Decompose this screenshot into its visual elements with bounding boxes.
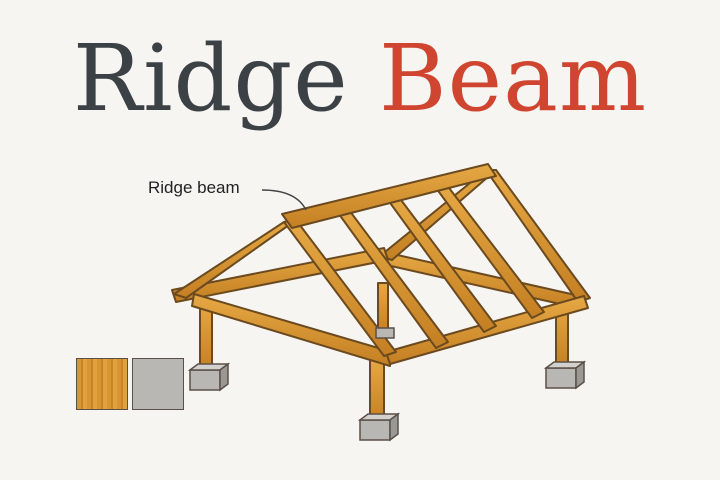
rafter-right-1 bbox=[435, 183, 545, 319]
page-title: Ridge Beam bbox=[0, 24, 720, 134]
ridge-beam bbox=[281, 163, 497, 229]
title-word-ridge: Ridge bbox=[72, 25, 349, 132]
concrete-swatch bbox=[132, 358, 184, 410]
footing-front-middle bbox=[357, 412, 401, 442]
wood-swatch bbox=[76, 358, 128, 410]
footing-back-left bbox=[375, 327, 395, 339]
ridge-beam-leader-line bbox=[261, 189, 307, 211]
footing-back-right bbox=[543, 360, 587, 390]
front-top-plate bbox=[191, 293, 393, 367]
title-word-beam: Beam bbox=[379, 25, 648, 132]
ridge-beam-label: Ridge beam bbox=[148, 178, 240, 197]
back-post-left bbox=[377, 282, 389, 334]
footing-front-left bbox=[187, 362, 231, 392]
